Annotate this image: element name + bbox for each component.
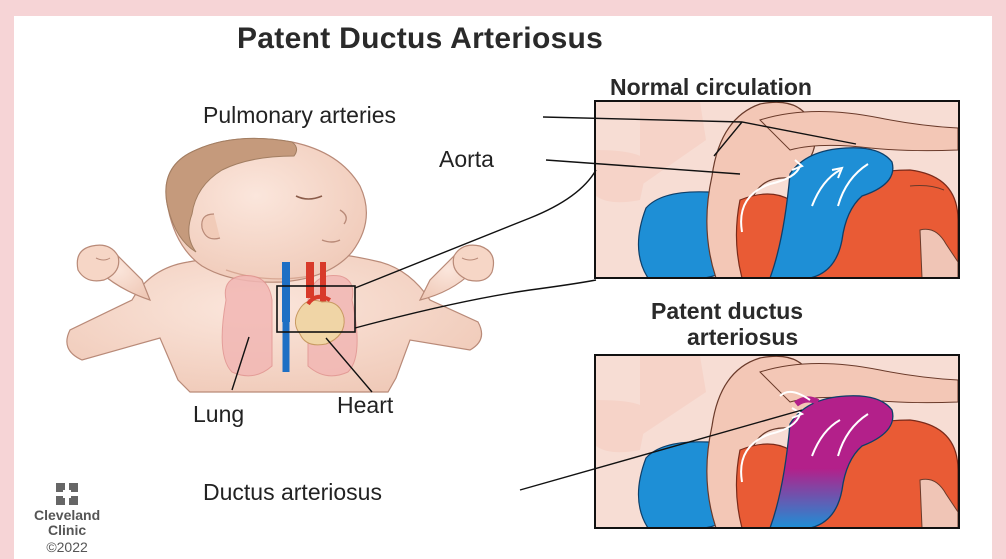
panel-normal-circulation bbox=[595, 101, 959, 278]
panel-heading-patent-line2: arteriosus bbox=[687, 324, 798, 351]
label-lung: Lung bbox=[193, 401, 244, 428]
label-ductus-arteriosus: Ductus arteriosus bbox=[203, 479, 382, 506]
label-heart: Heart bbox=[337, 392, 393, 419]
infant-figure bbox=[67, 138, 494, 392]
panel-heading-normal: Normal circulation bbox=[610, 74, 812, 101]
panel-heading-patent-line1: Patent ductus bbox=[651, 298, 803, 325]
label-pulmonary-arteries: Pulmonary arteries bbox=[203, 102, 396, 129]
copyright-text: ©2022 bbox=[34, 538, 100, 556]
cleveland-clinic-logo-icon bbox=[55, 482, 79, 506]
brand-name-line2: Clinic bbox=[34, 523, 100, 538]
panel-patent-ductus bbox=[595, 355, 959, 528]
label-aorta: Aorta bbox=[439, 146, 494, 173]
brand-name-line1: Cleveland bbox=[34, 508, 100, 523]
diagram-title: Patent Ductus Arteriosus bbox=[237, 22, 603, 56]
brand-block: Cleveland Clinic ©2022 bbox=[34, 482, 100, 556]
